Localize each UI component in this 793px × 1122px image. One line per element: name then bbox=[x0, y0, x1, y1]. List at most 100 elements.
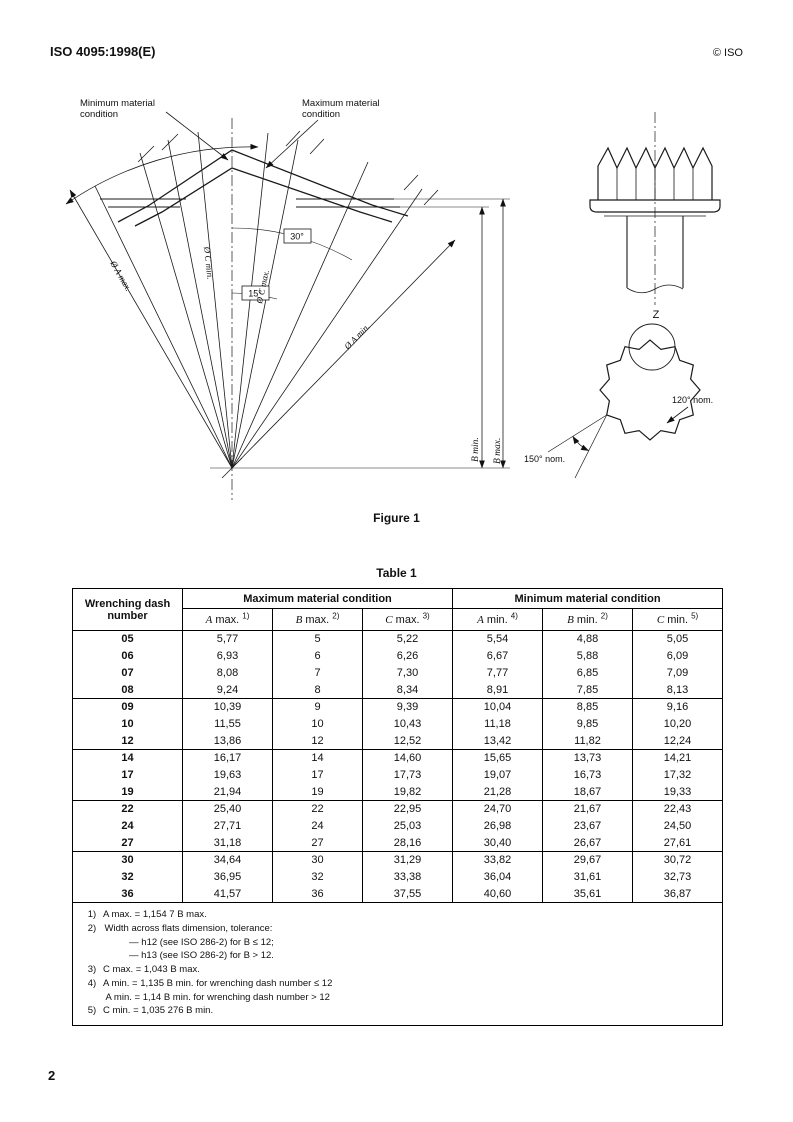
head-top-view bbox=[547, 323, 701, 479]
value-cell: 36,04 bbox=[452, 868, 543, 886]
angle-150-arc bbox=[572, 435, 590, 452]
ray bbox=[231, 139, 299, 469]
value-cell: 9,85 bbox=[542, 715, 633, 733]
value-cell: 31,61 bbox=[542, 868, 633, 886]
copyright-notice: © ISO bbox=[712, 47, 743, 59]
value-cell: 30 bbox=[272, 851, 363, 869]
value-cell: 11,82 bbox=[542, 732, 633, 750]
wrenching-dash-header: Wrenching dash number bbox=[72, 588, 183, 631]
leader-max-material bbox=[265, 119, 319, 169]
value-cell: 36,87 bbox=[631, 885, 724, 903]
angle-15-box bbox=[241, 285, 270, 301]
b-max-label: B max. bbox=[493, 438, 503, 464]
flange-outline bbox=[589, 199, 721, 213]
min-material-label: condition bbox=[80, 109, 118, 120]
footnote: 2) Width across flats dimension, toleranc… bbox=[81, 922, 714, 963]
value-cell: 22,95 bbox=[362, 800, 453, 818]
column-header: C max. 3) bbox=[362, 608, 453, 631]
ray bbox=[231, 161, 369, 469]
value-cell: 8,91 bbox=[452, 681, 543, 699]
value-cell: 8,34 bbox=[362, 681, 453, 699]
footnote-number: 2) bbox=[87, 922, 97, 934]
dash-number-cell: 14 bbox=[72, 749, 183, 767]
value-cell: 9,24 bbox=[182, 681, 273, 699]
spline-face-lines bbox=[616, 168, 694, 200]
shank-sides bbox=[626, 216, 684, 288]
figure-caption: Figure 1 bbox=[373, 511, 420, 525]
ray bbox=[167, 139, 233, 469]
angle-120-label: 120° nom. bbox=[672, 395, 713, 405]
value-cell: 36 bbox=[272, 885, 363, 903]
footnote-number: 1) bbox=[87, 909, 97, 920]
dash-number-cell: 12 bbox=[72, 732, 183, 750]
value-cell: 15,65 bbox=[452, 749, 543, 767]
footnote: 5)C min. = 1,035 276 B min. bbox=[81, 1004, 714, 1018]
cone-drawing bbox=[65, 111, 510, 500]
value-cell: 31,29 bbox=[362, 851, 453, 869]
value-cell: 13,73 bbox=[542, 749, 633, 767]
value-cell: 24,70 bbox=[452, 800, 543, 818]
dia-a-min-label: Ø A min. bbox=[342, 321, 372, 352]
value-cell: 7,09 bbox=[631, 664, 724, 682]
footnote-line: — h12 (see ISO 286-2) for B ≤ 12; bbox=[129, 936, 274, 948]
table-title: Table 1 bbox=[376, 566, 417, 580]
angle-boxes bbox=[241, 228, 312, 301]
min-material-label: Minimum material bbox=[80, 98, 155, 109]
outer-arc bbox=[65, 143, 259, 205]
dash-number-cell: 27 bbox=[72, 834, 183, 852]
value-cell: 24 bbox=[272, 817, 363, 835]
footnote-line: Width across flats dimension, tolerance: bbox=[104, 922, 273, 934]
value-cell: 36,95 bbox=[182, 868, 273, 886]
dash-number-cell: 05 bbox=[72, 630, 183, 648]
dash-number-cell: 06 bbox=[72, 647, 183, 665]
value-cell: 25,40 bbox=[182, 800, 273, 818]
value-cell: 7 bbox=[272, 664, 363, 682]
footnote: 1)A max. = 1,154 7 B max. bbox=[81, 908, 714, 922]
value-cell: 9 bbox=[272, 698, 363, 716]
value-cell: 10,04 bbox=[452, 698, 543, 716]
value-cell: 22 bbox=[272, 800, 363, 818]
figure-1: Minimum material condition Maximum mater… bbox=[0, 85, 793, 515]
value-cell: 6,93 bbox=[182, 647, 273, 665]
tick bbox=[137, 145, 155, 163]
footnotes: 1)A max. = 1,154 7 B max.2) Width across … bbox=[81, 908, 714, 1018]
footnote-number: 3) bbox=[87, 964, 97, 976]
angle-30-label: 30° bbox=[290, 232, 304, 242]
profile-max bbox=[117, 149, 409, 223]
dash-number-cell: 09 bbox=[72, 698, 183, 716]
value-cell: 21,67 bbox=[542, 800, 633, 818]
footnote-number: 4) bbox=[87, 977, 97, 989]
value-cell: 31,18 bbox=[182, 834, 273, 852]
group-header-row: Wrenching dash number Maximum material c… bbox=[72, 588, 724, 631]
figure-labels: Minimum material condition Maximum mater… bbox=[80, 98, 713, 464]
head-side-view bbox=[589, 112, 721, 305]
dash-number-cell: 19 bbox=[72, 783, 183, 801]
min-material-group-header: Minimum material condition bbox=[451, 588, 724, 609]
value-cell: 27,61 bbox=[631, 834, 724, 852]
value-cell: 41,57 bbox=[182, 885, 273, 903]
value-cell: 33,38 bbox=[362, 868, 453, 886]
value-cell: 10,20 bbox=[631, 715, 724, 733]
footnote: 3)C max. = 1,043 B max. bbox=[81, 963, 714, 977]
value-cell: 17 bbox=[272, 766, 363, 784]
value-cell: 25,03 bbox=[362, 817, 453, 835]
b-min-label: B min. bbox=[471, 437, 481, 462]
value-cell: 5,54 bbox=[452, 630, 543, 648]
footnote-line: A min. = 1,14 B min. for wrenching dash … bbox=[105, 991, 330, 1003]
value-cell: 8,13 bbox=[631, 681, 724, 699]
value-cell: 19,63 bbox=[182, 766, 273, 784]
value-cell: 24,50 bbox=[631, 817, 724, 835]
page-number: 2 bbox=[48, 1068, 56, 1083]
value-cell: 10,39 bbox=[182, 698, 273, 716]
value-cell: 9,16 bbox=[631, 698, 724, 716]
value-cell: 16,73 bbox=[542, 766, 633, 784]
